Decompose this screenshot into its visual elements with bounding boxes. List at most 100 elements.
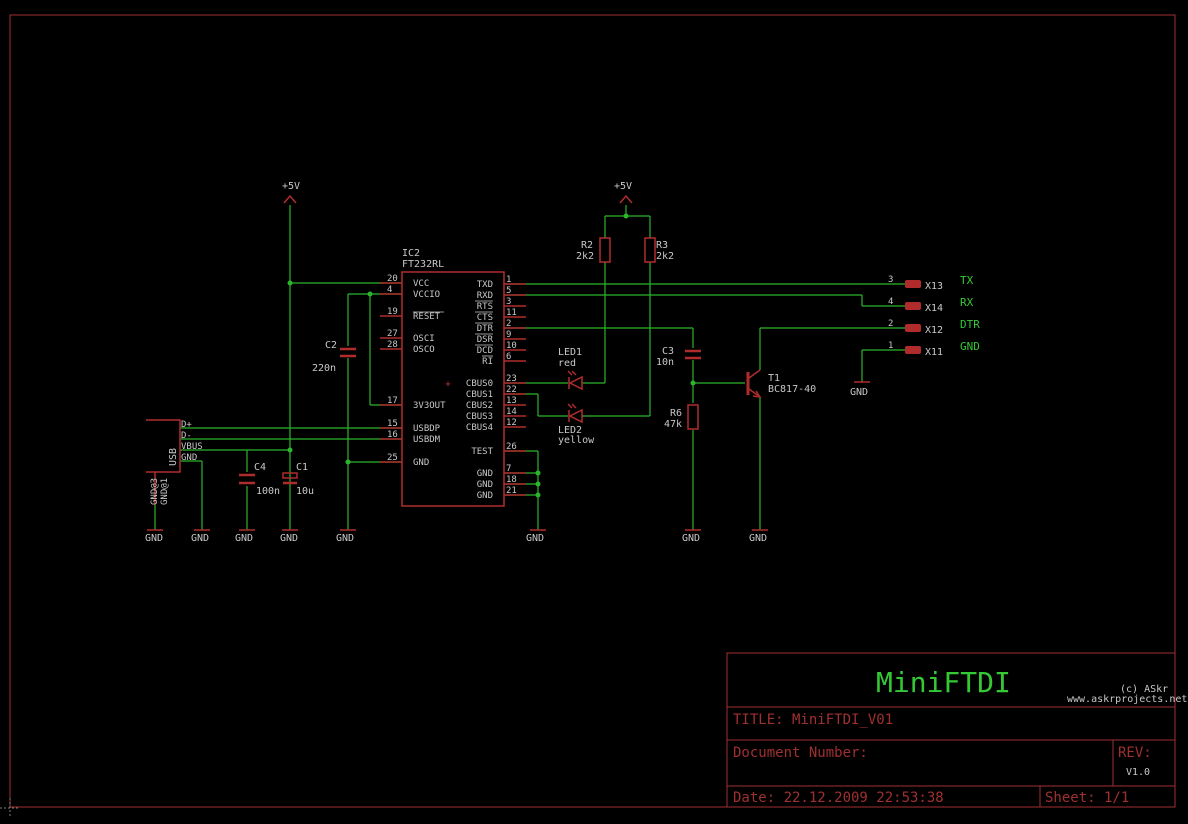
connector-name: X14 [925,303,943,314]
gnd-label: GND [682,533,700,544]
ic-pin-number: 4 [387,285,392,295]
ic-pin-name: RESET [413,312,441,322]
c1-name: C1 [296,462,308,473]
ic-ft232rl[interactable]: IC2 FT232RL + [401,248,505,507]
capacitor-c4[interactable] [239,473,255,485]
ic-pin-number: 14 [506,407,517,417]
ic-pin-number: 21 [506,486,517,496]
resistor-r6[interactable] [687,404,699,430]
connector-net-label: DTR [960,318,980,331]
t1-name: T1 [768,373,780,384]
ic-pin-number: 11 [506,308,517,318]
connector-pad[interactable] [905,280,921,288]
connector-pad[interactable] [905,302,921,310]
connector-name: X11 [925,347,943,358]
ic-value: FT232RL [402,259,444,270]
r3-value: 2k2 [656,251,674,262]
ic-pin-name: TEST [471,447,493,457]
connector-pad[interactable] [905,324,921,332]
ic-pin-name: CBUS0 [466,379,493,389]
power-symbol-right: +5V [614,181,633,204]
ic-pin-name: CBUS4 [466,423,493,433]
ic-pin-number: 15 [387,419,398,429]
c4-name: C4 [254,462,266,473]
gnd-label: GND [235,533,253,544]
connector-pin-number: 4 [888,297,893,307]
r2-value: 2k2 [576,251,594,262]
junctions [287,213,696,498]
usb-connector[interactable]: USB D+ D- VBUS GND GND@3 GND@1 [146,419,203,505]
capacitor-c3[interactable] [685,349,701,360]
usb-pin-gnd: GND [181,453,197,463]
connector-name: X12 [925,325,943,336]
resistor-r2[interactable] [599,237,611,263]
ic-right-pins: 1TXD5RXD3RTS11CTS2DTR9DSR10DCD6RI23CBUS0… [466,275,526,501]
ic-pin-name: GND [477,469,493,479]
ic-pin-name: GND [413,458,429,468]
date-field: Date: 22.12.2009 22:53:38 [733,790,944,806]
led1-symbol[interactable] [567,370,583,391]
gnd-label: GND [145,533,163,544]
ic-pin-name: RTS [477,302,493,312]
connector-net-label: TX [960,274,974,287]
ic-pin-name: DTR [477,324,494,334]
title-field: TITLE: MiniFTDI_V01 [733,712,893,728]
ic-pin-number: 6 [506,352,511,362]
gnd-label: GND [191,533,209,544]
ic-pin-name: CTS [477,313,493,323]
t1-value: BC817-40 [768,384,816,395]
capacitor-c1[interactable] [282,472,298,485]
gnd-label: GND [280,533,298,544]
copyright-text: (c) ASkr [1120,684,1168,695]
ic-pin-number: 2 [506,319,511,329]
c3-name: C3 [662,346,674,357]
ic-pin-number: 3 [506,297,511,307]
gnd-symbols [147,381,870,531]
capacitor-c2[interactable] [340,347,356,358]
wires [154,205,905,530]
gnd-labels: GND GND GND GND GND GND GND GND GND [145,387,868,544]
ic-pin-number: 10 [506,341,517,351]
led1-name: LED1 [558,347,582,358]
ic-pin-number: 20 [387,274,398,284]
ic-pin-number: 28 [387,340,398,350]
transistor-t1[interactable] [746,369,762,398]
usb-shield-gnd3: GND@3 [150,478,160,505]
ic-pin-name: USBDP [413,424,441,434]
gnd-label: GND [526,533,544,544]
ic-pin-number: 18 [506,475,517,485]
ic-pin-number: 16 [387,430,398,440]
led1-value: red [558,358,576,369]
usb-label: USB [168,448,179,466]
c1-value: 10u [296,486,314,497]
title-block [726,652,1176,808]
document-number-field: Document Number: [733,745,868,761]
ic-pin-name: 3V3OUT [413,401,446,411]
usb-shield-gnd1: GND@1 [160,478,170,505]
ic-pin-name: USBDM [413,435,441,445]
ic-pin-number: 27 [387,329,398,339]
ic-pin-number: 26 [506,442,517,452]
c2-value: 220n [312,363,336,374]
rev-label: REV: [1118,745,1152,761]
gnd-label: GND [749,533,767,544]
ic-pin-name: GND [477,480,493,490]
ic-pin-name: VCCIO [413,290,440,300]
resistor-r3[interactable] [644,237,656,263]
ic-pin-number: 13 [506,396,517,406]
ic-pin-name: CBUS3 [466,412,493,422]
ic-pin-number: 5 [506,286,511,296]
ic-pin-number: 23 [506,374,517,384]
led2-symbol[interactable] [567,403,583,424]
connector-pin-number: 2 [888,319,893,329]
gnd-label: GND [336,533,354,544]
power-label-right: +5V [614,181,632,192]
r3-name: R3 [656,240,668,251]
connector-net-label: RX [960,296,974,309]
ic-pin-name: CBUS1 [466,390,493,400]
ic-pin-name: VCC [413,279,429,289]
connector-pad[interactable] [905,346,921,354]
